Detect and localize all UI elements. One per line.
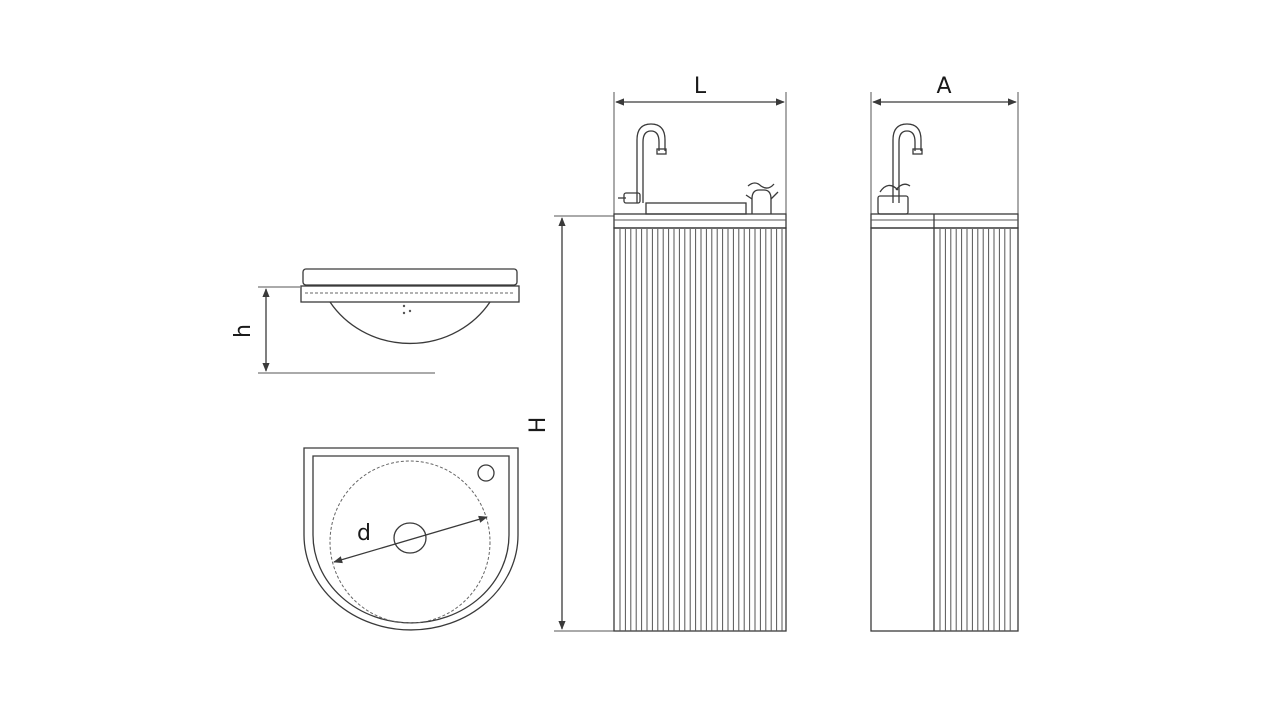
label-h: h (231, 324, 256, 338)
front-ribs (619, 229, 783, 631)
label-d: d (357, 521, 371, 546)
dimension-H: H (526, 215, 614, 632)
front-view: L (613, 74, 787, 632)
bubbler-icon (745, 182, 779, 214)
basin-top-view: d (303, 447, 519, 631)
label-A: A (936, 74, 951, 99)
side-faucet-icon (877, 123, 923, 215)
side-ribs (939, 229, 1011, 631)
label-H: H (526, 417, 551, 434)
dimension-h: h (231, 286, 385, 374)
faucet-icon (618, 123, 667, 204)
label-L: L (694, 74, 707, 99)
side-view: A (870, 74, 1019, 632)
basin-side-view (300, 268, 520, 374)
